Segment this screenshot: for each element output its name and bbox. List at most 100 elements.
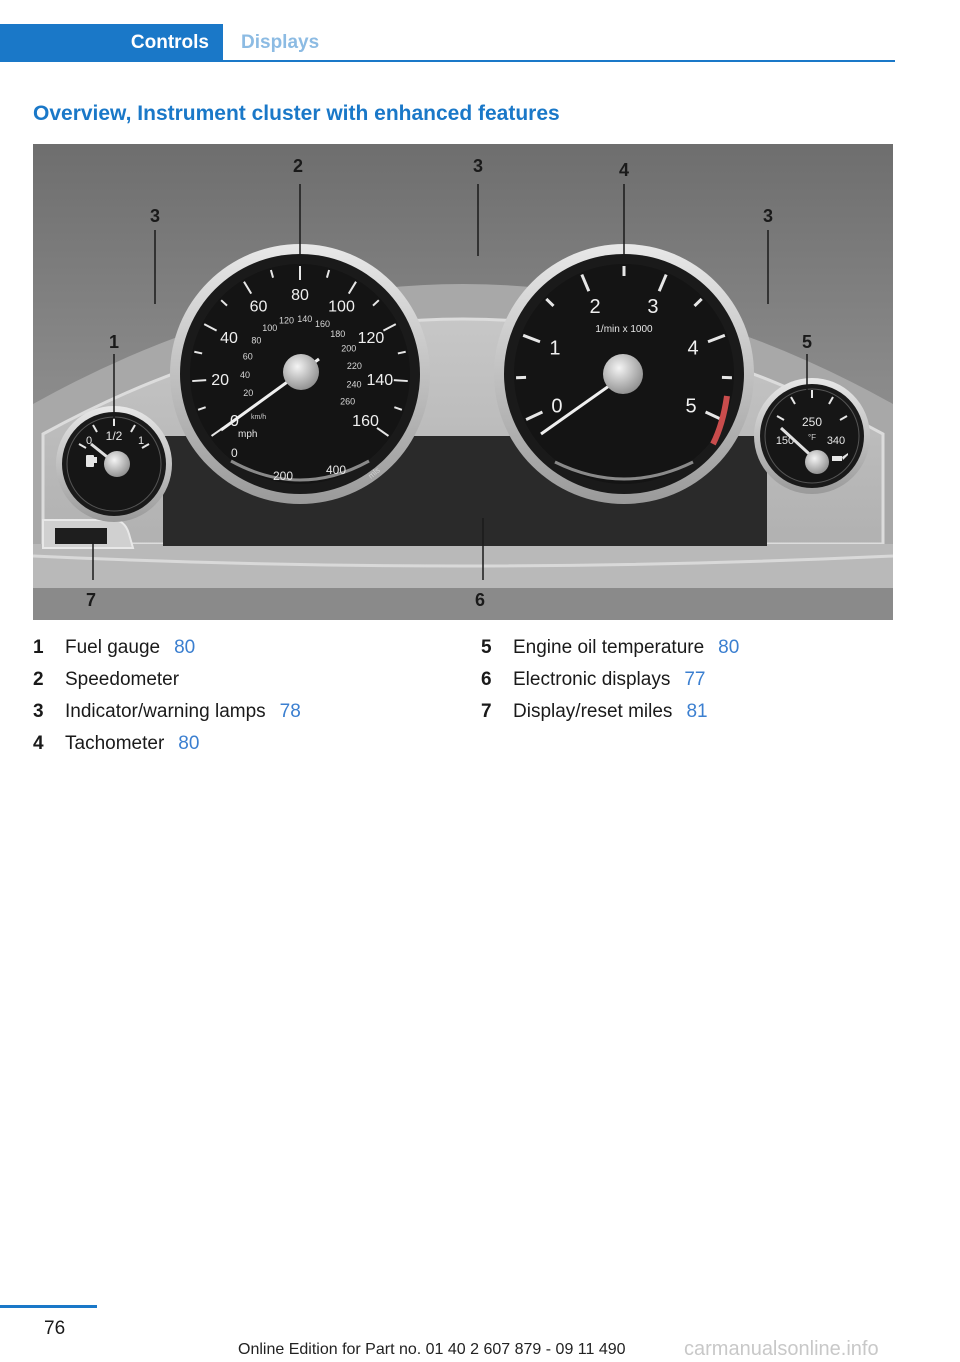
oil-label-250: 250 [802,415,822,429]
tacho-label: 3 [647,296,658,318]
mileage-label-200: 200 [273,469,293,483]
tacho-tick [545,297,555,308]
oil-temp-gauge: 250 °F 150 340 [754,378,870,494]
legend-item: 7 Display/reset miles 81 [481,696,739,728]
speedo-kmh-label: 40 [240,370,250,380]
legend-label: Fuel gauge [65,637,161,658]
tacho-tick [693,297,703,308]
fuel-gauge: 1/2 0 1 [56,406,172,522]
speedo-tick [393,379,408,383]
legend-label: Tachometer [65,733,165,754]
speedo-tick [325,269,331,278]
speedo-kmh-label: 220 [347,361,362,371]
edition-text: Online Edition for Part no. 01 40 2 607 … [238,1341,626,1358]
speedo-kmh-label: 180 [330,329,345,339]
speedo-tick [397,350,406,355]
callout-6: 6 [475,590,485,610]
speedo-kmh-label: 80 [251,336,261,346]
speedo-tick [203,323,218,332]
callout-lines [92,184,808,580]
legend-label: Engine oil temperature [513,637,705,658]
page-link[interactable]: 77 [684,669,706,690]
tacho-label: 2 [590,296,601,318]
footer-rule [0,1305,97,1308]
speedo-mph-label: 40 [220,330,238,347]
header-rule [0,60,895,62]
legend-item: 3 Indicator/warning lamps 78 [33,696,301,728]
speedo-kmh-label: 160 [315,319,330,329]
section-title: Overview, Instrument cluster with enhanc… [33,102,560,125]
legend-label: Speedometer [65,669,180,690]
tacho-tick [525,410,544,422]
speedo-tick [382,323,397,332]
legend-number: 2 [33,669,44,690]
header-tabs: Controls Displays [0,24,895,62]
tacho-tick [657,273,668,292]
legend-number: 1 [33,637,44,658]
callout-3-center: 3 [473,156,483,176]
speedo-kmh-label: 140 [297,314,312,324]
legend-number: 7 [481,701,492,722]
page-link[interactable]: 80 [718,637,740,658]
page-link[interactable]: 80 [174,637,196,658]
speedo-kmh-label: 60 [243,352,253,362]
speedo-mph-label: 20 [211,372,229,389]
speedo-tick [220,299,228,307]
speedo-tick [194,350,203,355]
speedo-unit-kmh: km/h [251,414,266,421]
legend-number: 6 [481,669,492,690]
speedo-tick [269,269,275,278]
legend-number: 4 [33,733,44,754]
tacho-tick [522,333,541,344]
speedo-tick [376,427,390,437]
speedo-mph-label: 80 [291,287,309,304]
page-number: 76 [44,1318,66,1339]
callout-4: 4 [619,160,629,180]
speedo-kmh-label: 120 [279,316,294,326]
speedo-tick [243,281,253,295]
oil-can-icon [832,453,848,461]
page-link[interactable]: 78 [279,701,301,722]
speedo-tick [347,281,357,295]
callout-5: 5 [802,332,812,352]
fuel-pump-icon [86,455,97,467]
callout-3-left: 3 [150,206,160,226]
mileage-label-0: 0 [231,446,238,460]
speedo-tick [197,406,206,411]
tacho-unit: 1/min x 1000 [595,324,653,335]
speedo-kmh-label: 200 [341,344,356,354]
legend-item: 5 Engine oil temperature 80 [481,632,739,664]
legend-number: 3 [33,701,44,722]
legend-right: 5 Engine oil temperature 80 6 Electronic… [481,632,739,728]
callout-7: 7 [86,590,96,610]
speedo-kmh-label: 20 [243,388,253,398]
mileage-label-400: 400 [326,463,346,477]
callout-1: 1 [109,332,119,352]
page-link[interactable]: 81 [686,701,708,722]
speedo-tick [372,299,380,307]
speedo-kmh-label: 260 [340,397,355,407]
tacho-label: 1 [549,337,560,359]
speedo-unit-mph: mph [238,429,257,440]
tab-displays[interactable]: Displays [241,32,320,53]
page-link[interactable]: 80 [178,733,200,754]
oil-label-150: 150 [776,435,794,447]
tab-controls[interactable]: Controls [0,24,223,62]
legend-label: Indicator/warning lamps [65,701,266,722]
speedo-mph-label: 140 [366,372,393,389]
speedo-tick [192,379,207,383]
legend-left: 1 Fuel gauge 80 2 Speedometer 3 Indicato… [33,632,301,760]
tacho-tick [704,410,723,422]
oil-label-340: 340 [827,435,845,447]
tacho-tick [580,273,591,292]
oil-unit: °F [808,433,816,442]
speedo-mph-label: 60 [250,299,268,316]
speedo-kmh-label: 100 [262,323,277,333]
legend-label: Display/reset miles [513,701,673,722]
tacho-label: 0 [551,395,562,417]
legend-item: 6 Electronic displays 77 [481,664,739,696]
tacho-tick [707,333,726,344]
